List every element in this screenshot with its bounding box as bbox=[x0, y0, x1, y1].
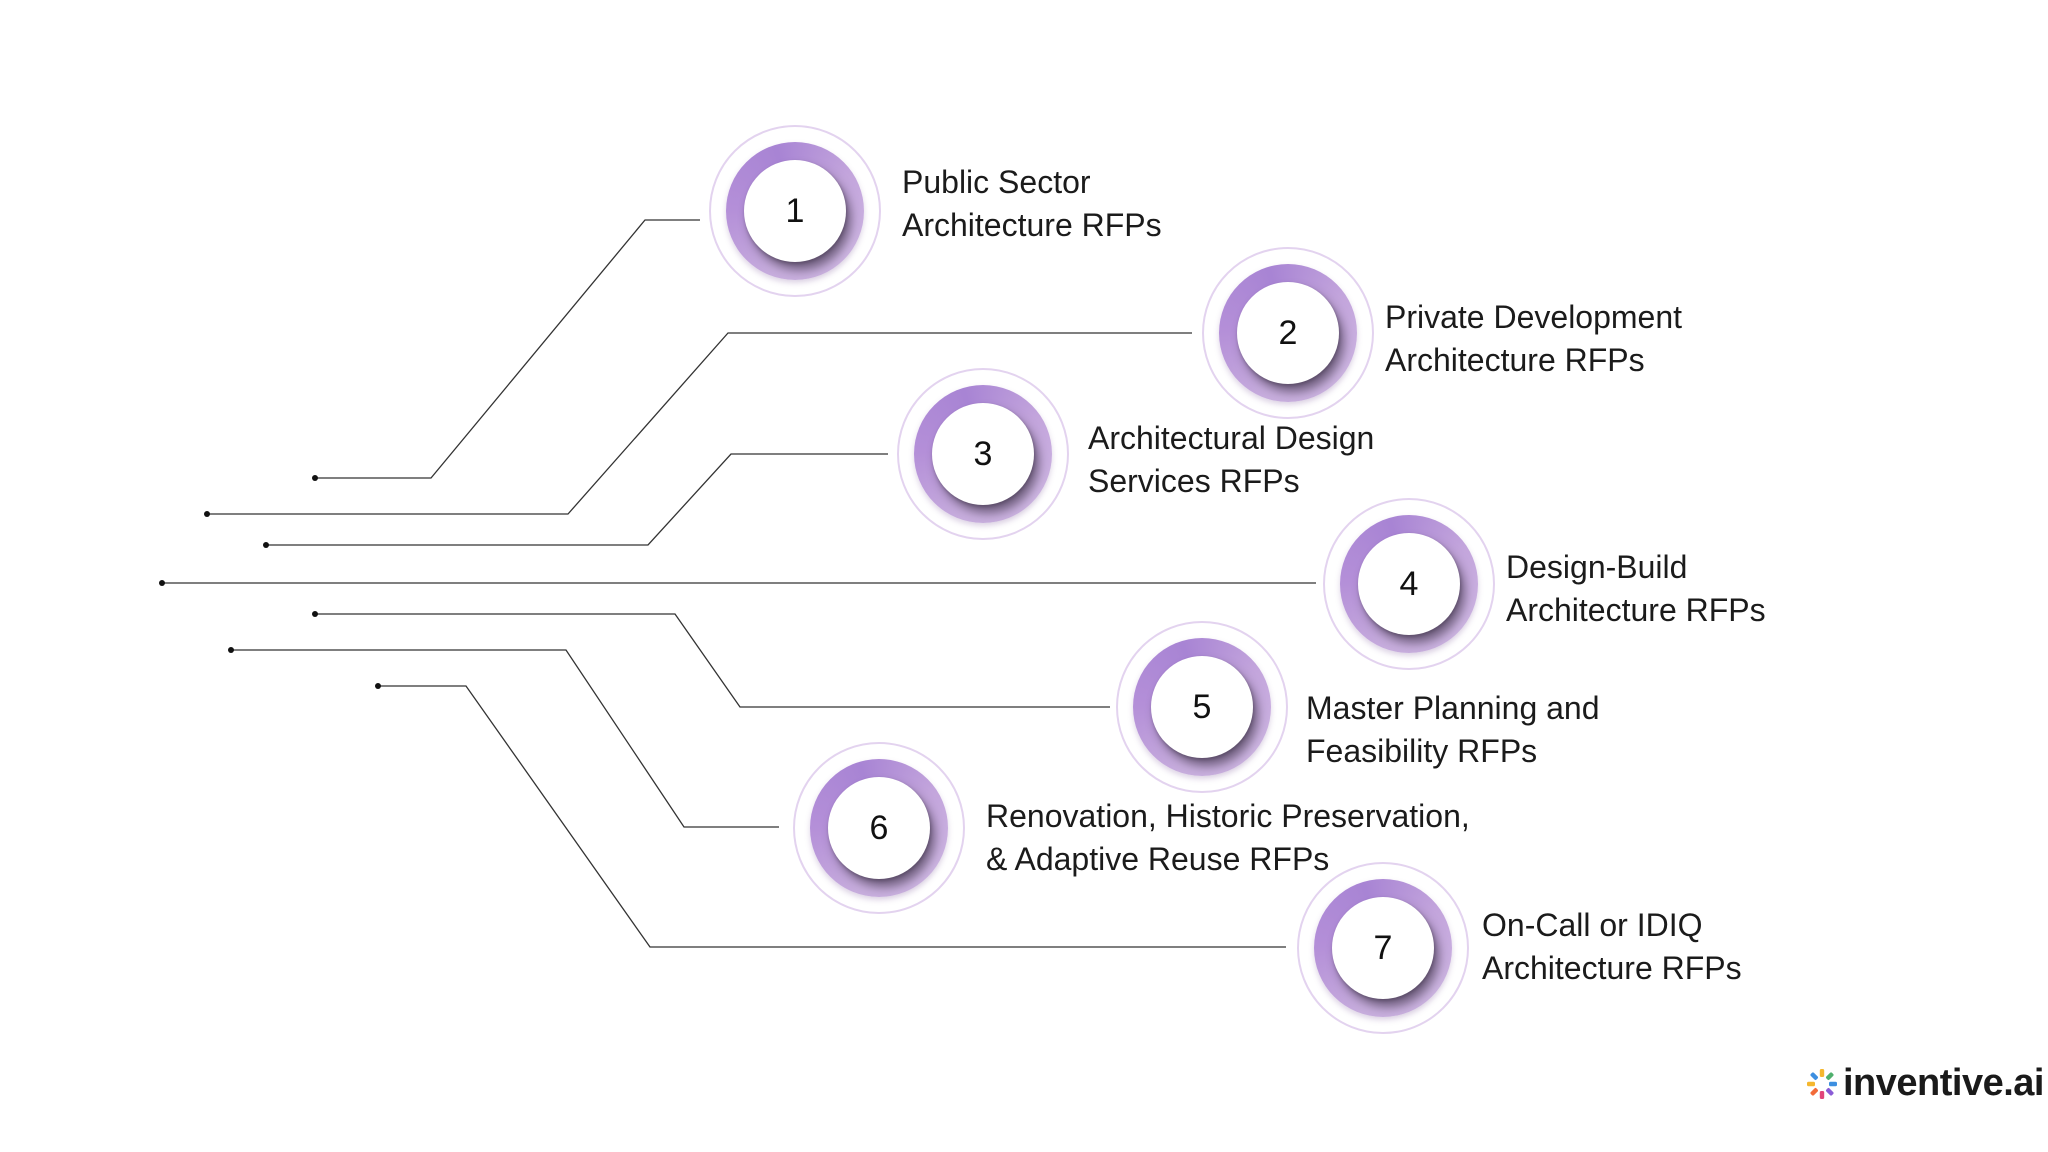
connector-line-6 bbox=[231, 649, 779, 828]
connector-dot-6 bbox=[228, 647, 234, 653]
step-node-4: 4 bbox=[1323, 498, 1495, 670]
step-label-6: Renovation, Historic Preservation, & Ada… bbox=[986, 795, 1470, 881]
step-number-2: 2 bbox=[1237, 282, 1339, 384]
step-label-6-line-2: & Adaptive Reuse RFPs bbox=[986, 841, 1330, 877]
connector-line-7 bbox=[378, 685, 1286, 948]
step-node-3: 3 bbox=[897, 368, 1069, 540]
step-label-2-line-1: Private Development bbox=[1385, 299, 1683, 335]
step-label-6-line-1: Renovation, Historic Preservation, bbox=[986, 798, 1470, 834]
step-label-5: Master Planning and Feasibility RFPs bbox=[1306, 687, 1600, 773]
brand-name: inventive.ai bbox=[1843, 1062, 2044, 1104]
step-node-7: 7 bbox=[1297, 862, 1469, 1034]
connector-line-1 bbox=[315, 219, 700, 479]
step-label-7-line-1: On-Call or IDIQ bbox=[1482, 907, 1703, 943]
step-label-3-line-2: Services RFPs bbox=[1088, 463, 1300, 499]
connector-dot-4 bbox=[159, 580, 165, 586]
step-number-1: 1 bbox=[744, 160, 846, 262]
step-label-5-line-2: Feasibility RFPs bbox=[1306, 733, 1538, 769]
step-node-2: 2 bbox=[1202, 247, 1374, 419]
step-label-5-line-1: Master Planning and bbox=[1306, 690, 1600, 726]
step-label-4-line-2: Architecture RFPs bbox=[1506, 592, 1766, 628]
step-label-2-line-2: Architecture RFPs bbox=[1385, 342, 1645, 378]
connector-line-2 bbox=[207, 332, 1192, 515]
step-number-4: 4 bbox=[1358, 533, 1460, 635]
step-label-1: Public Sector Architecture RFPs bbox=[902, 161, 1162, 247]
step-label-4-line-1: Design-Build bbox=[1506, 549, 1688, 585]
step-number-3: 3 bbox=[932, 403, 1034, 505]
connector-dot-3 bbox=[263, 542, 269, 548]
connector-line-5 bbox=[315, 613, 1110, 708]
step-number-6: 6 bbox=[828, 777, 930, 879]
step-label-1-line-1: Public Sector bbox=[902, 164, 1091, 200]
step-label-3-line-1: Architectural Design bbox=[1088, 420, 1375, 456]
connector-dot-5 bbox=[312, 611, 318, 617]
step-label-1-line-2: Architecture RFPs bbox=[902, 207, 1162, 243]
step-label-2: Private Development Architecture RFPs bbox=[1385, 296, 1682, 382]
connector-dot-1 bbox=[312, 475, 318, 481]
step-node-1: 1 bbox=[709, 125, 881, 297]
step-number-5: 5 bbox=[1151, 656, 1253, 758]
step-node-6: 6 bbox=[793, 742, 965, 914]
step-number-7: 7 bbox=[1332, 897, 1434, 999]
step-label-4: Design-Build Architecture RFPs bbox=[1506, 546, 1766, 632]
step-label-3: Architectural Design Services RFPs bbox=[1088, 417, 1374, 503]
step-node-5: 5 bbox=[1116, 621, 1288, 793]
connector-dot-7 bbox=[375, 683, 381, 689]
step-label-7: On-Call or IDIQ Architecture RFPs bbox=[1482, 904, 1742, 990]
connector-line-3 bbox=[266, 453, 888, 546]
pinwheel-logo-icon bbox=[1807, 1068, 1837, 1099]
brand-logo: inventive.ai bbox=[1805, 1062, 2044, 1105]
connector-dot-2 bbox=[204, 511, 210, 517]
step-label-7-line-2: Architecture RFPs bbox=[1482, 950, 1742, 986]
